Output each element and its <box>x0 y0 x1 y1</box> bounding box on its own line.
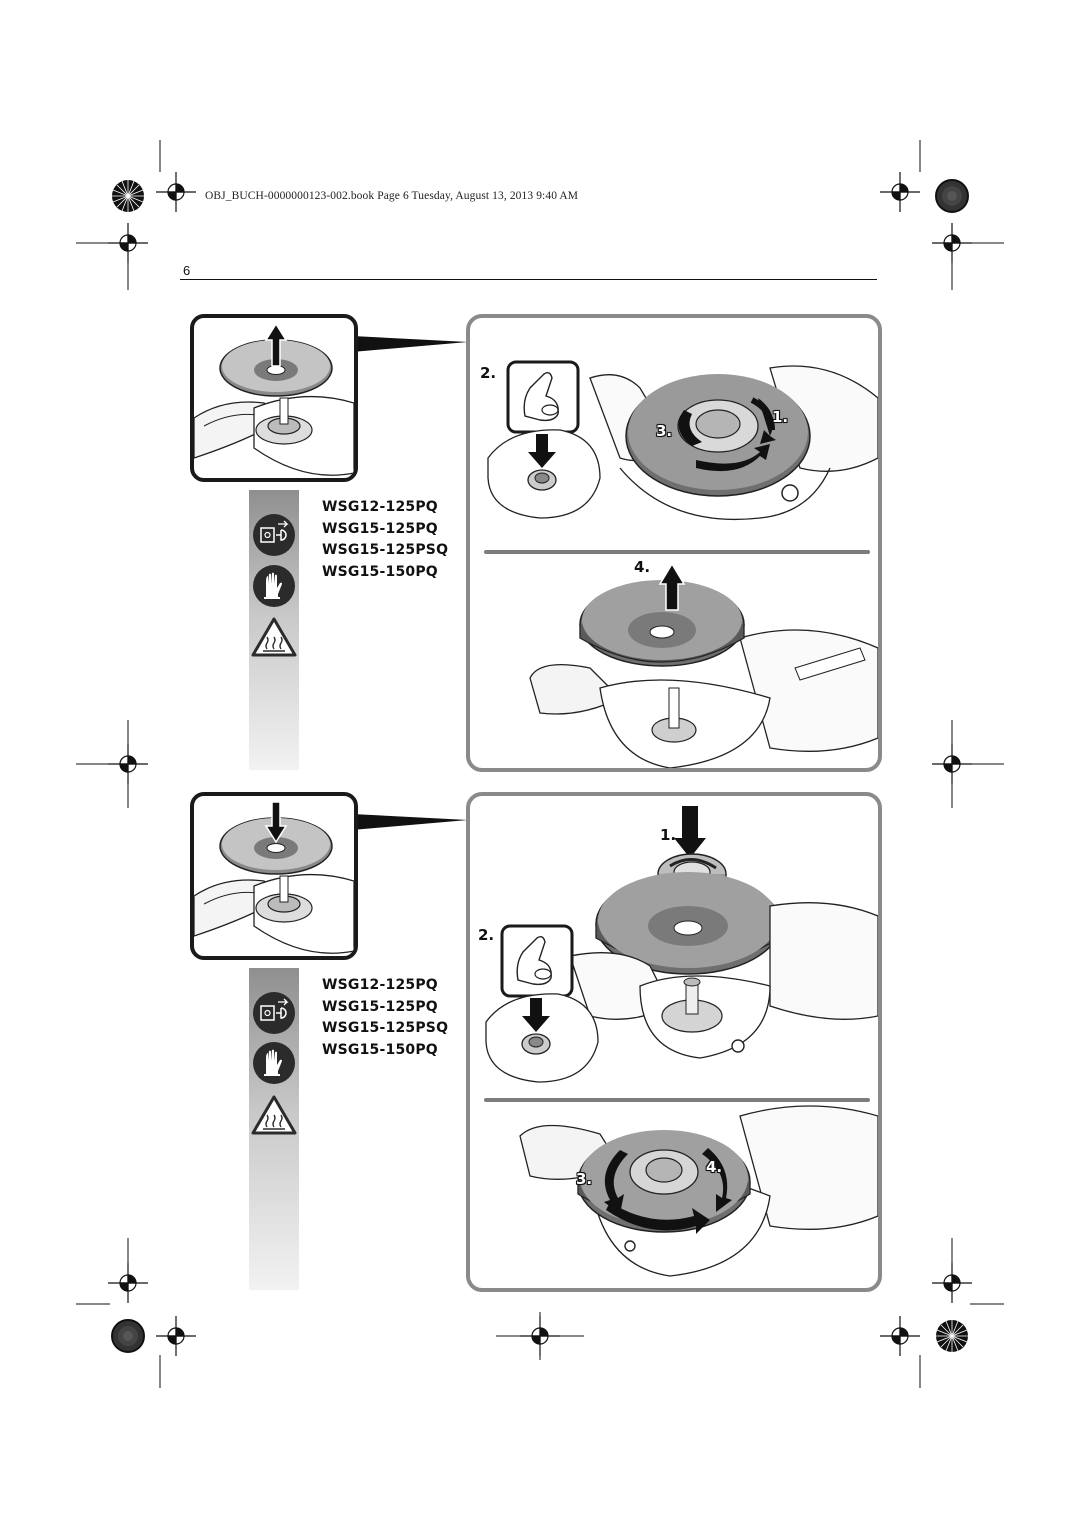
unplug-icon <box>253 514 295 556</box>
section2-thumbnail-panel <box>190 792 358 960</box>
gloves-icon <box>253 565 295 607</box>
fit-and-lock-disc-illustration <box>484 806 878 1277</box>
page-number: 6 <box>183 263 191 278</box>
step-label-3: 3. <box>576 1170 593 1188</box>
section1-model-list: WSG12-125PQ WSG15-125PQ WSG15-125PSQ WSG… <box>322 497 448 583</box>
model-name: WSG12-125PQ <box>322 499 438 515</box>
gloves-icon <box>253 1042 295 1084</box>
section2-model-list: WSG12-125PQ WSG15-125PQ WSG15-125PSQ WSG… <box>322 975 448 1061</box>
section2-instruction-panel: 1. 2. 3. 4. <box>466 792 882 1292</box>
grinder-disc-removal-thumbnail <box>194 322 354 476</box>
model-name: WSG12-125PQ <box>322 977 438 993</box>
model-name: WSG15-150PQ <box>322 1041 438 1058</box>
model-name: WSG15-125PSQ <box>322 1020 449 1036</box>
header-rule <box>180 279 877 280</box>
step-label-4: 4. <box>634 558 651 576</box>
step-label-1: 1. <box>772 408 789 426</box>
hot-surface-warning-icon <box>251 1095 297 1135</box>
section1-connector <box>352 336 468 352</box>
step-label-2: 2. <box>478 926 495 944</box>
step-label-4: 4. <box>706 1158 723 1176</box>
hot-surface-warning-icon <box>251 617 297 657</box>
book-info-header: OBJ_BUCH-0000000123-002.book Page 6 Tues… <box>205 190 579 202</box>
step-label-1: 1. <box>660 826 677 844</box>
section1-instruction-panel: 2. 3. 1. 4. <box>466 314 882 772</box>
model-name: WSG15-150PQ <box>322 563 438 580</box>
unlock-and-remove-disc-illustration <box>484 360 878 768</box>
model-name: WSG15-125PQ <box>322 998 438 1015</box>
step-label-3: 3. <box>656 422 673 440</box>
model-name: WSG15-125PQ <box>322 520 438 537</box>
grinder-disc-fitting-thumbnail <box>194 801 354 954</box>
model-name: WSG15-125PSQ <box>322 542 449 558</box>
section1-thumbnail-panel <box>190 314 358 482</box>
section2-connector <box>352 814 468 830</box>
step-label-2: 2. <box>480 364 497 382</box>
unplug-icon <box>253 992 295 1034</box>
